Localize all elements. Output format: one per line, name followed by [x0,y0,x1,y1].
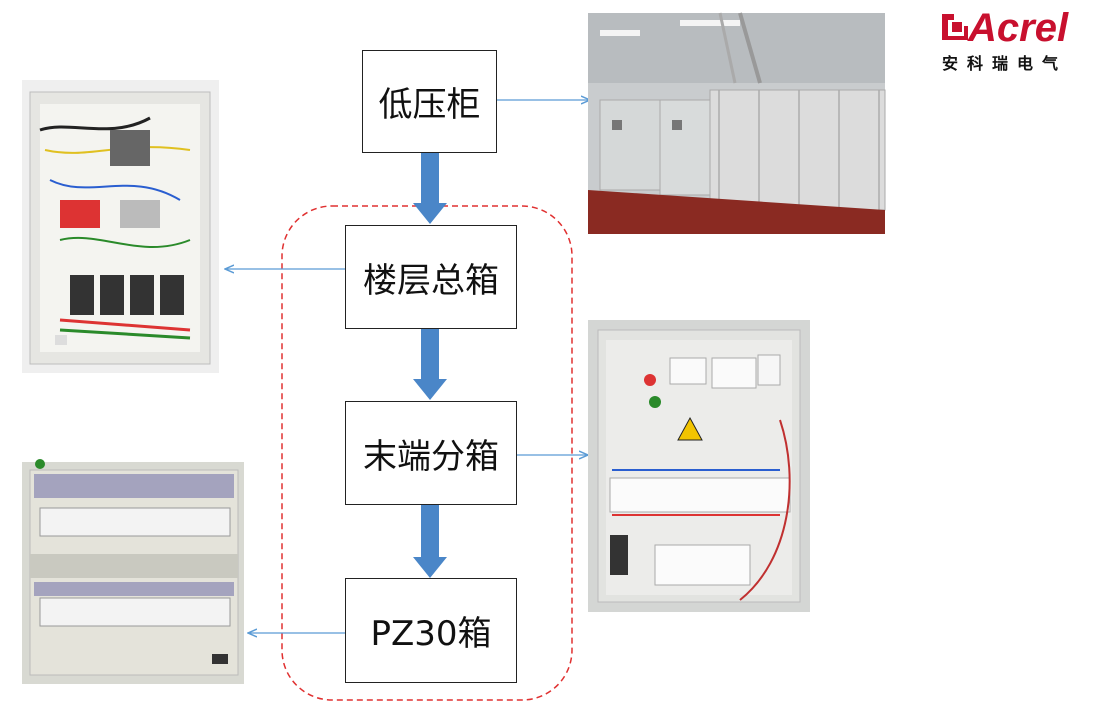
distribution-box-photo-icon [22,80,219,373]
box-pz30: PZ30箱 [345,578,517,683]
pz30-box-photo-icon [22,459,244,684]
box-terminal-sub: 末端分箱 [345,401,517,505]
switchgear-room-photo-icon [588,12,886,234]
logo-subtitle: 安科瑞电气 [942,54,1068,73]
terminal-box-photo-icon [588,320,810,612]
acrel-logo [940,8,1100,72]
logo-brand: Acrel [968,6,1069,50]
flow-arrow-3 [413,505,447,578]
flow-arrow-1 [413,153,447,224]
box-low-voltage-cabinet: 低压柜 [362,50,497,153]
flow-arrow-2 [413,329,447,400]
acrel-logo-icon [942,14,968,40]
box-floor-main: 楼层总箱 [345,225,517,329]
